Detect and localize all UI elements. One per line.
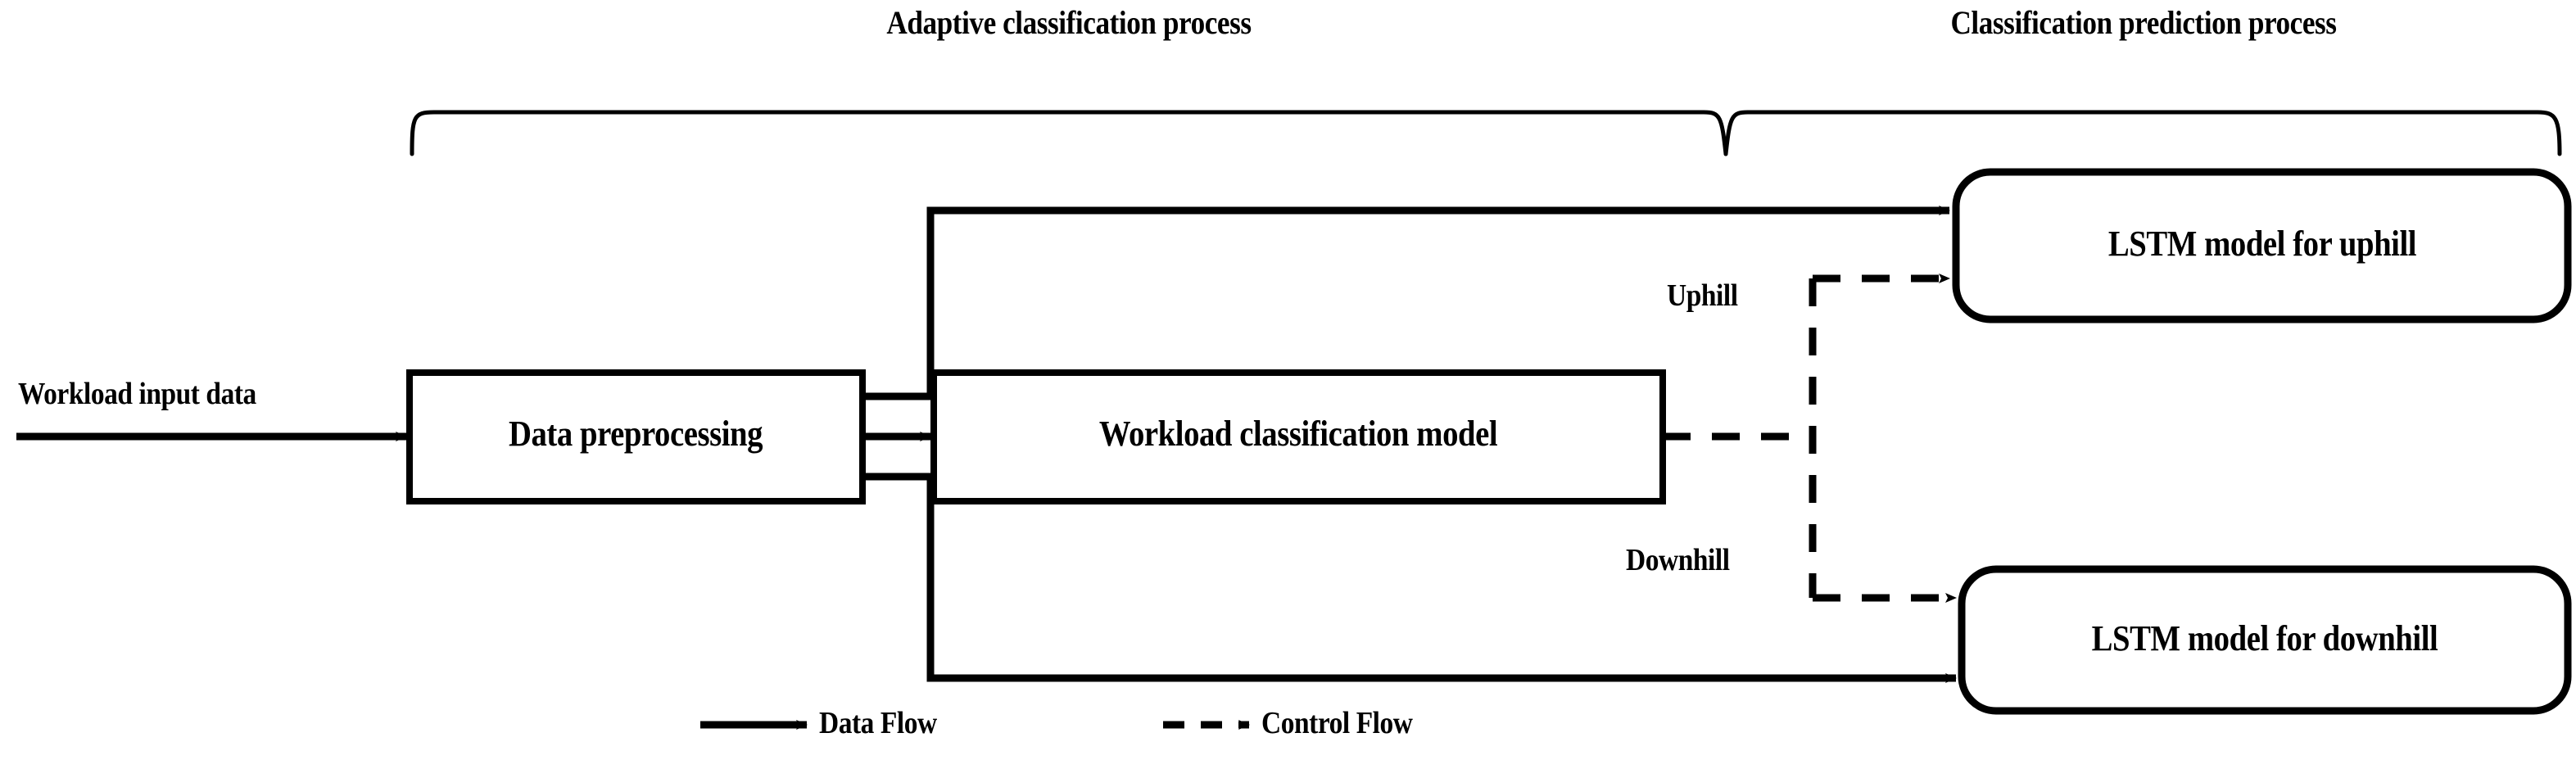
input-label-workload-input-data: Workload input data <box>18 377 256 411</box>
brace-classification-prediction-process <box>1723 110 2562 156</box>
edge-preprocessing-to-lstm-downhill <box>862 473 1957 683</box>
node-label-lstm-model-for-uphill: LSTM model for uphill <box>2107 224 2417 264</box>
edge-label-uphill: Uphill <box>1667 278 1738 313</box>
edge-label-downhill: Downhill <box>1626 543 1730 577</box>
node-lstm-model-for-uphill[interactable] <box>1952 168 2572 323</box>
node-label-lstm-model-for-downhill: LSTM model for downhill <box>2091 618 2438 658</box>
group-title-adaptive-classification-process: Adaptive classification process <box>886 4 1252 41</box>
node-workload-classification-model[interactable] <box>930 369 1666 504</box>
group-title-classification-prediction-process: Classification prediction process <box>1950 4 2337 41</box>
node-lstm-model-for-downhill[interactable] <box>1958 565 2572 715</box>
brace-adaptive-classification-process <box>410 110 1728 156</box>
edge-preprocessing-to-lstm-uphill <box>862 206 1950 400</box>
legend-label-control-flow: Control Flow <box>1261 706 1413 740</box>
legend-label-data-flow: Data Flow <box>819 706 937 740</box>
node-label-workload-classification-model: Workload classification model <box>1098 414 1498 454</box>
node-data-preprocessing[interactable] <box>406 369 866 504</box>
node-label-data-preprocessing: Data preprocessing <box>508 414 763 454</box>
